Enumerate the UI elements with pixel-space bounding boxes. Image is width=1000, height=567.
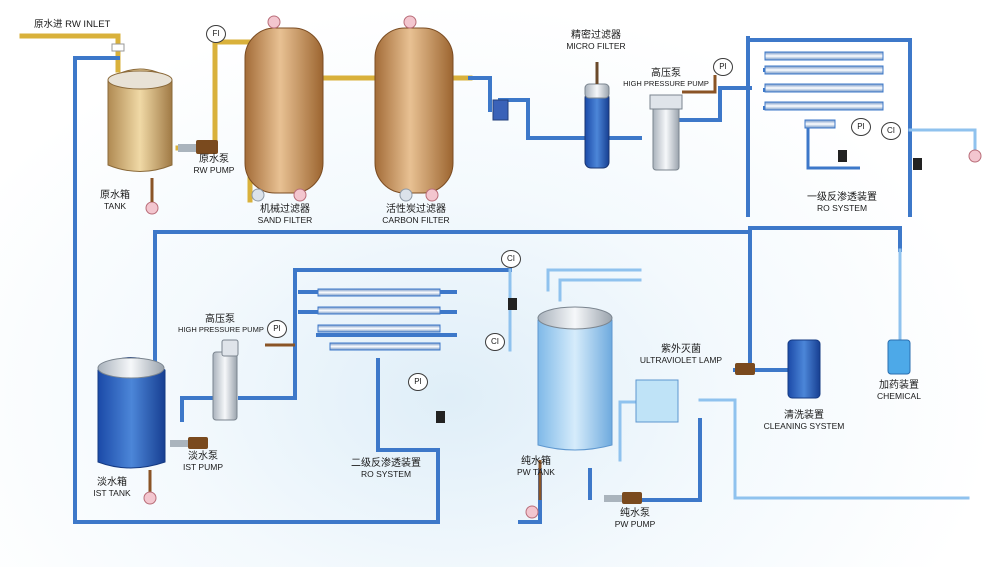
hp-pump-2-label-cn: 高压泵 bbox=[205, 314, 235, 325]
rw-tank-label-cn: 原水箱 bbox=[100, 190, 130, 201]
rw-pump-label-cn: 原水泵 bbox=[199, 154, 229, 165]
pw-pump-label-cn: 纯水泵 bbox=[620, 508, 650, 519]
carbon-filter-label-en: CARBON FILTER bbox=[382, 214, 450, 225]
chemical-label: 加药装置 CHEMICAL bbox=[870, 380, 928, 401]
gauge-pi-1: PI bbox=[713, 58, 733, 76]
ist-pump-label: 淡水泵 IST PUMP bbox=[180, 451, 226, 472]
cleaning-system bbox=[735, 339, 821, 399]
hp-pump-1-label-cn: 高压泵 bbox=[651, 68, 681, 79]
uv-lamp bbox=[635, 379, 679, 423]
ist-tank-label-en: IST TANK bbox=[93, 487, 131, 498]
pw-pump bbox=[604, 492, 642, 504]
ist-pump-label-cn: 淡水泵 bbox=[188, 451, 218, 462]
cleaning-label-en: CLEANING SYSTEM bbox=[763, 420, 845, 431]
rw-tank-label: 原水箱 TANK bbox=[100, 190, 130, 211]
sand-filter-label-cn: 机械过滤器 bbox=[260, 204, 310, 215]
ro-2-label: 二级反渗透装置 RO SYSTEM bbox=[340, 458, 432, 479]
hp-pump-1 bbox=[649, 75, 717, 171]
ro-2-membranes bbox=[317, 288, 517, 423]
sand-filter-label-en: SAND FILTER bbox=[257, 214, 313, 225]
rw-pump bbox=[178, 140, 218, 154]
hp-pump-2-label: 高压泵 HIGH PRESSURE PUMP bbox=[178, 314, 264, 334]
micro-filter-label-en: MICRO FILTER bbox=[566, 40, 626, 51]
gauge-ci-3: CI bbox=[485, 333, 505, 351]
hp-pump-1-label-en: HIGH PRESSURE PUMP bbox=[623, 78, 709, 88]
pw-pump-label: 纯水泵 PW PUMP bbox=[608, 508, 662, 529]
hp-pump-1-label: 高压泵 HIGH PRESSURE PUMP bbox=[618, 68, 714, 88]
hp-pump-2-label-en: HIGH PRESSURE PUMP bbox=[178, 324, 264, 334]
micro-filter-label: 精密过滤器 MICRO FILTER bbox=[560, 30, 632, 51]
rw-pump-label-en: RW PUMP bbox=[193, 164, 235, 175]
micro-filter bbox=[584, 62, 610, 169]
pw-pump-label-en: PW PUMP bbox=[614, 518, 656, 529]
uv-lamp-label: 紫外灭菌 ULTRAVIOLET LAMP bbox=[626, 344, 736, 365]
gauge-ci-1: CI bbox=[881, 122, 901, 140]
chemical-tank bbox=[887, 339, 911, 375]
chemical-label-en: CHEMICAL bbox=[877, 390, 921, 401]
carbon-filter-label-cn: 活性炭过滤器 bbox=[386, 204, 446, 215]
gauge-fi: FI bbox=[206, 25, 226, 43]
sand-filter-label: 机械过滤器 SAND FILTER bbox=[245, 204, 325, 225]
ro-1-label: 一级反渗透装置 RO SYSTEM bbox=[792, 192, 892, 213]
ro-1-membranes bbox=[764, 51, 982, 170]
ist-tank bbox=[97, 357, 166, 505]
cleaning-label-cn: 清洗装置 bbox=[784, 410, 824, 421]
gauge-pi-3: PI bbox=[267, 320, 287, 338]
inlet-valve bbox=[111, 43, 125, 52]
light-pipes bbox=[508, 128, 977, 500]
dosing-box bbox=[492, 99, 509, 121]
inlet-label: 原水进 RW INLET bbox=[34, 19, 111, 30]
ro-2-label-en: RO SYSTEM bbox=[360, 468, 412, 479]
uv-lamp-label-en: ULTRAVIOLET LAMP bbox=[639, 354, 723, 365]
hp-pump-2 bbox=[212, 339, 295, 421]
gauge-pi-4: PI bbox=[408, 373, 428, 391]
rw-tank-label-en: TANK bbox=[103, 200, 127, 211]
ro-1-label-cn: 一级反渗透装置 bbox=[807, 192, 877, 203]
rw-tank bbox=[107, 68, 173, 215]
ist-pump-label-en: IST PUMP bbox=[183, 461, 223, 472]
ro-2-label-cn: 二级反渗透装置 bbox=[351, 458, 421, 469]
pw-tank-label-cn: 纯水箱 bbox=[521, 456, 551, 467]
gauge-pi-2: PI bbox=[851, 118, 871, 136]
ist-tank-label-cn: 淡水箱 bbox=[97, 477, 127, 488]
pw-tank bbox=[525, 306, 613, 519]
micro-filter-label-cn: 精密过滤器 bbox=[571, 30, 621, 41]
uv-lamp-label-cn: 紫外灭菌 bbox=[661, 344, 701, 355]
pw-tank-label-en: PW TANK bbox=[517, 466, 555, 477]
rw-pump-label: 原水泵 RW PUMP bbox=[190, 154, 238, 175]
ist-pump bbox=[170, 437, 208, 449]
ro-1-label-en: RO SYSTEM bbox=[816, 202, 868, 213]
cleaning-label: 清洗装置 CLEANING SYSTEM bbox=[756, 410, 852, 431]
carbon-filter-label: 活性炭过滤器 CARBON FILTER bbox=[370, 204, 462, 225]
gauge-ci-2: CI bbox=[501, 250, 521, 268]
chemical-label-cn: 加药装置 bbox=[879, 380, 919, 391]
sand-filter bbox=[244, 15, 324, 202]
carbon-filter bbox=[374, 15, 454, 202]
pw-tank-label: 纯水箱 PW TANK bbox=[510, 456, 562, 477]
ist-tank-label: 淡水箱 IST TANK bbox=[86, 477, 138, 498]
